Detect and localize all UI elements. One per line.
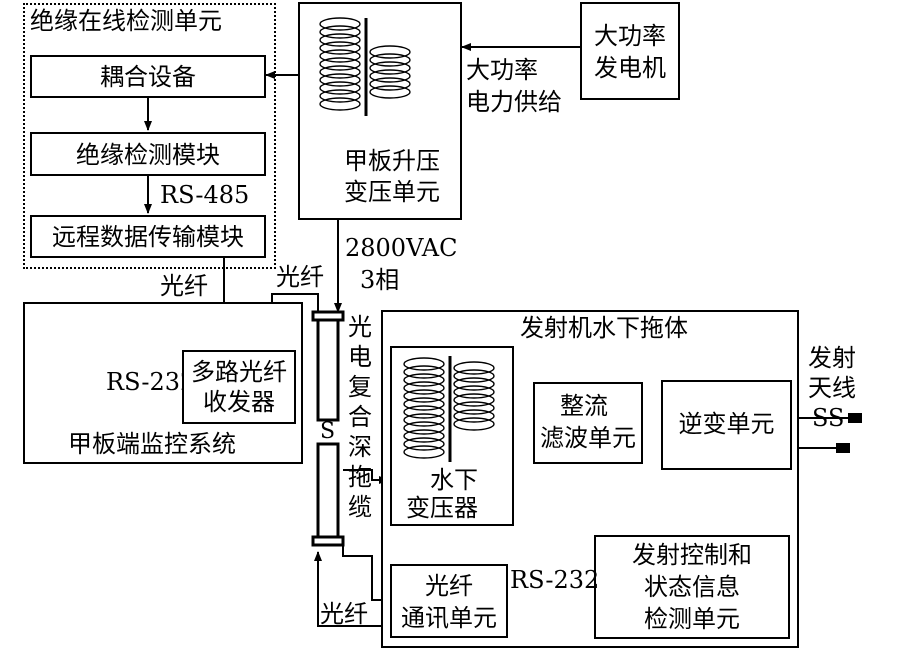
control-label-2: 状态信息 xyxy=(644,573,740,601)
remote-transfer-label: 远程数据传输模块 xyxy=(52,223,244,251)
tow-body-title: 发射机水下拖体 xyxy=(520,314,688,342)
coupling-device-box: 耦合设备 xyxy=(30,55,266,98)
fiber-label-left: 光纤 xyxy=(160,272,208,300)
underwater-transformer-label-1: 水下 xyxy=(430,466,478,494)
transformer-coil-icon xyxy=(319,17,411,116)
rs485-label: RS-485 xyxy=(160,181,250,209)
fiber-transceiver-label-1: 多路光纤 xyxy=(191,358,287,386)
control-box: 发射控制和 状态信息 检测单元 xyxy=(594,535,790,639)
generator-label-2: 发电机 xyxy=(594,54,666,82)
antenna-label-2: 天线 xyxy=(808,374,856,402)
coupling-device-label: 耦合设备 xyxy=(100,63,196,91)
deck-monitor-title: 甲板端监控系统 xyxy=(68,430,236,458)
inverter-box: 逆变单元 xyxy=(661,380,792,470)
cable-label: 光电复合深拖缆 xyxy=(348,313,372,521)
antenna-label-1: 发射 xyxy=(808,344,856,372)
underwater-coil-icon xyxy=(403,356,495,462)
generator-box: 大功率 发电机 xyxy=(580,2,680,100)
fiber-label-bottom: 光纤 xyxy=(320,600,368,628)
deck-transformer-box xyxy=(298,2,462,220)
voltage-label: 2800VAC xyxy=(345,234,458,262)
fiber-label-mid: 光纤 xyxy=(276,263,324,291)
fiber-comm-box: 光纤 通讯单元 xyxy=(390,564,508,638)
insulation-unit-title: 绝缘在线检测单元 xyxy=(30,7,222,35)
fiber-transceiver-label-2: 收发器 xyxy=(203,388,275,416)
insulation-detect-box: 绝缘检测模块 xyxy=(30,132,266,176)
deck-transformer-label-1: 甲板升压 xyxy=(344,147,440,175)
power-supply-label-1: 大功率 xyxy=(466,56,538,84)
cable-s-mark: S xyxy=(320,419,336,444)
antenna-ss-label: SS xyxy=(812,404,845,432)
fiber-transceiver-box: 多路光纤 收发器 xyxy=(182,350,296,424)
deck-monitor-rs232: RS-232 xyxy=(106,368,196,396)
remote-transfer-box: 远程数据传输模块 xyxy=(30,215,266,258)
control-label-3: 检测单元 xyxy=(644,605,740,633)
insulation-detect-label: 绝缘检测模块 xyxy=(76,141,220,169)
rectifier-box: 整流 滤波单元 xyxy=(533,382,643,464)
fiber-comm-label-2: 通讯单元 xyxy=(401,604,497,632)
underwater-transformer-label-2: 变压器 xyxy=(406,494,478,522)
phase-label: 3相 xyxy=(360,266,400,294)
fiber-comm-label-1: 光纤 xyxy=(425,572,473,600)
control-label-1: 发射控制和 xyxy=(632,541,752,569)
tow-rs232-label: RS-232 xyxy=(510,566,600,594)
deck-transformer-label-2: 变压单元 xyxy=(344,178,440,206)
generator-label-1: 大功率 xyxy=(594,22,666,50)
inverter-label: 逆变单元 xyxy=(678,410,775,438)
rectifier-label-2: 滤波单元 xyxy=(540,424,636,452)
power-supply-label-2: 电力供给 xyxy=(466,88,562,116)
deck-monitor-frame xyxy=(23,302,303,464)
rectifier-label-1: 整流 xyxy=(560,392,608,420)
insulation-unit-frame xyxy=(23,3,276,269)
